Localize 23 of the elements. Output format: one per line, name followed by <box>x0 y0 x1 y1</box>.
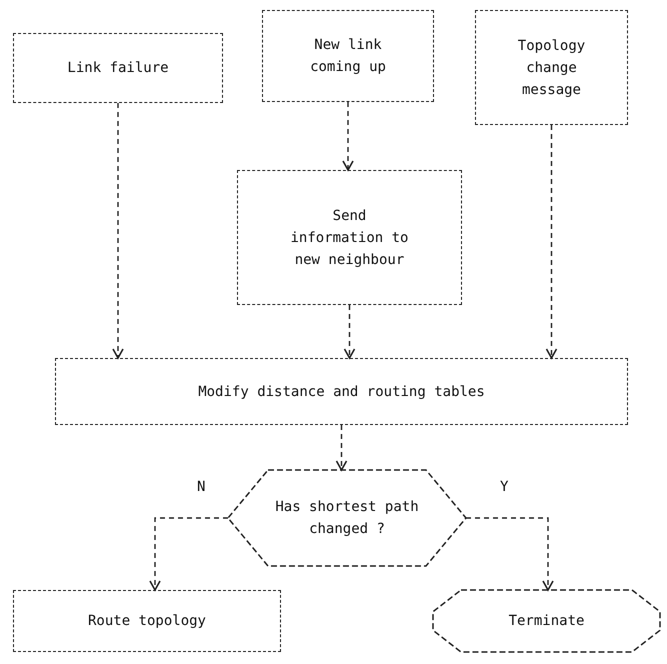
arrow <box>342 102 354 171</box>
process-box <box>13 33 223 103</box>
process-box <box>55 358 628 425</box>
arrow <box>546 125 558 359</box>
node-text: Send information to new neighbour <box>289 206 410 270</box>
process-box <box>237 170 462 305</box>
node-text: Terminate <box>508 612 586 631</box>
arrow <box>112 103 124 359</box>
node-text: Link failure <box>66 59 170 78</box>
node-text: Route topology <box>86 612 207 631</box>
arrow <box>344 305 356 359</box>
process-box <box>262 10 434 102</box>
process-box <box>475 10 628 125</box>
node-text: New link coming up <box>309 36 387 77</box>
arrow <box>149 517 228 591</box>
node-text: Has shortest path changed ? <box>274 498 420 539</box>
node-text: Topology change message <box>516 36 586 100</box>
decision-hexagon <box>228 470 466 566</box>
node-text: Modify distance and routing tables <box>197 382 486 402</box>
arrow <box>466 517 554 591</box>
arrow <box>336 425 348 471</box>
process-box <box>13 590 281 652</box>
terminal-octagon <box>433 590 660 652</box>
